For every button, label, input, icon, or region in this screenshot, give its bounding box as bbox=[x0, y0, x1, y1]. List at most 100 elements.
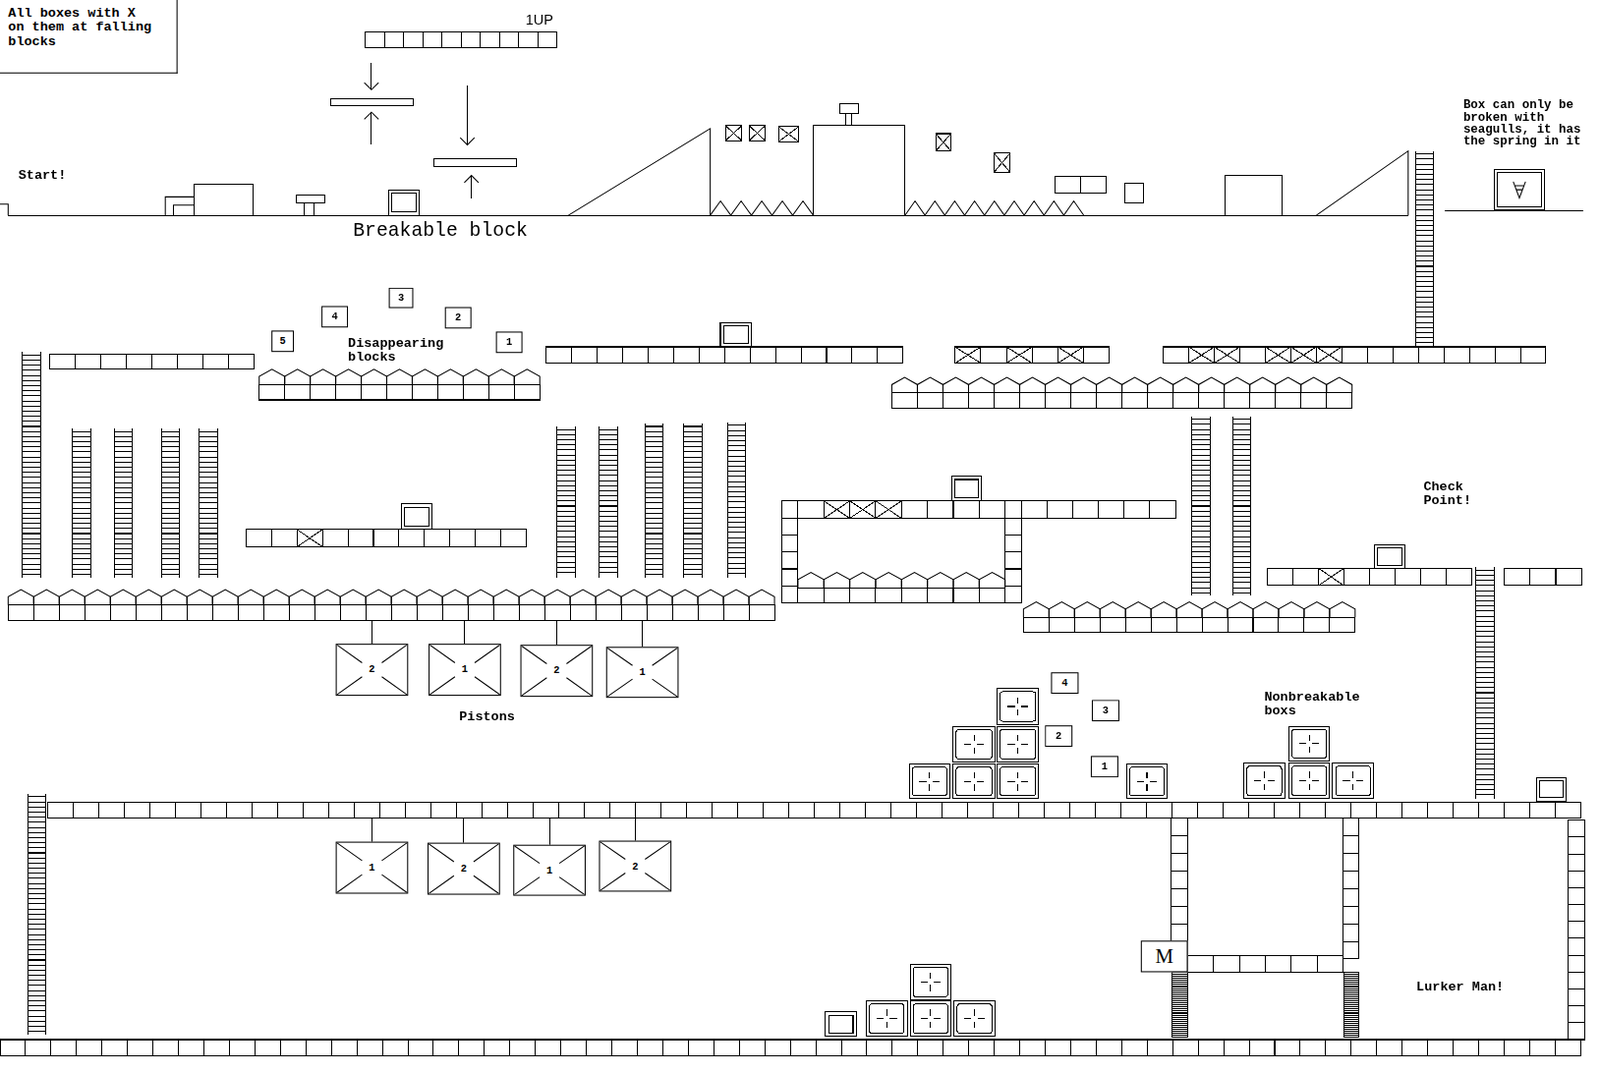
spike-row bbox=[365, 605, 392, 622]
ladder bbox=[1475, 667, 1494, 669]
ladder bbox=[1232, 515, 1252, 517]
ladder bbox=[644, 573, 664, 575]
ladder bbox=[1475, 794, 1494, 796]
ladder bbox=[72, 451, 92, 453]
ladder bbox=[1192, 571, 1211, 573]
ladder bbox=[1475, 651, 1494, 653]
ladder bbox=[1232, 525, 1252, 527]
lurker-room bbox=[1172, 1028, 1189, 1030]
disappearing-block: 3 bbox=[1091, 699, 1120, 722]
ladder bbox=[684, 431, 703, 433]
ladder bbox=[1192, 520, 1211, 522]
platform bbox=[177, 353, 204, 370]
ladder bbox=[114, 431, 133, 433]
wall bbox=[1568, 971, 1586, 989]
platform bbox=[1317, 568, 1344, 586]
nonbreakable-box bbox=[1000, 691, 1036, 722]
ladder bbox=[1415, 316, 1434, 318]
callout-number: 3 bbox=[1101, 704, 1110, 716]
ladder bbox=[27, 857, 47, 859]
oneup-platform bbox=[537, 31, 558, 49]
falling-block bbox=[725, 125, 743, 142]
spike-row bbox=[978, 587, 1005, 604]
spike-row bbox=[1125, 602, 1151, 619]
ladder bbox=[22, 482, 42, 484]
ramp bbox=[568, 128, 710, 216]
spike-chamber bbox=[798, 501, 824, 519]
ladder bbox=[727, 531, 746, 533]
platform bbox=[545, 346, 572, 364]
spike-row bbox=[1147, 377, 1174, 394]
spike-row bbox=[1224, 393, 1251, 409]
nonbreakable-box bbox=[1291, 729, 1326, 758]
ladder bbox=[114, 482, 133, 484]
floor bbox=[1045, 1039, 1072, 1057]
spike-row bbox=[875, 571, 902, 588]
lurker-room bbox=[1343, 1025, 1360, 1027]
ladder bbox=[1475, 753, 1494, 755]
wall bbox=[1568, 955, 1586, 972]
ladder bbox=[1415, 199, 1434, 201]
ladder bbox=[72, 569, 92, 571]
spike-chamber bbox=[850, 501, 876, 519]
spike-row bbox=[1176, 617, 1202, 633]
nonbreakable-box bbox=[920, 981, 928, 983]
callout-number: 1 bbox=[460, 664, 469, 676]
lurker-room bbox=[1172, 981, 1189, 983]
wall bbox=[1568, 905, 1586, 922]
ladder bbox=[1232, 469, 1252, 471]
lurker-room bbox=[1343, 1002, 1360, 1004]
lurker-room bbox=[1342, 923, 1360, 942]
floor bbox=[331, 1039, 357, 1057]
ladder bbox=[27, 970, 47, 972]
spike-row bbox=[288, 605, 315, 622]
ladder bbox=[72, 548, 92, 550]
ladder bbox=[644, 527, 664, 529]
ladder bbox=[727, 456, 746, 458]
ladder bbox=[198, 497, 218, 499]
floor bbox=[150, 801, 176, 819]
oneup-label: 1UP bbox=[525, 10, 554, 28]
ladder bbox=[684, 487, 703, 489]
floor bbox=[380, 801, 406, 819]
floor bbox=[865, 801, 892, 819]
floor bbox=[1402, 1039, 1429, 1057]
spike-row bbox=[33, 605, 59, 622]
floor bbox=[405, 801, 432, 819]
ladder bbox=[644, 569, 664, 571]
ladder bbox=[161, 441, 180, 443]
ladder bbox=[161, 492, 180, 494]
ladder bbox=[1415, 158, 1434, 160]
ladder bbox=[598, 459, 618, 461]
ladder bbox=[557, 464, 576, 466]
wall bbox=[1568, 870, 1586, 888]
ladder bbox=[557, 541, 576, 543]
spike-row bbox=[336, 369, 362, 386]
platform bbox=[1394, 568, 1421, 586]
ladder bbox=[27, 801, 47, 803]
platform bbox=[673, 346, 699, 364]
platform bbox=[50, 353, 76, 370]
lurker-room bbox=[1172, 988, 1189, 990]
ladder bbox=[1475, 738, 1494, 740]
ladder bbox=[72, 527, 92, 529]
nonbreakable-box bbox=[1291, 766, 1326, 797]
spike-row bbox=[33, 589, 59, 606]
spikes bbox=[905, 201, 1085, 217]
floor bbox=[153, 1039, 179, 1057]
ladder bbox=[644, 487, 664, 489]
spike-row bbox=[798, 587, 824, 604]
spike-row bbox=[875, 587, 902, 604]
ladder bbox=[114, 553, 133, 555]
ladder bbox=[22, 425, 42, 427]
spike-row bbox=[621, 589, 647, 606]
ladder bbox=[1475, 590, 1494, 592]
spike-chamber bbox=[1005, 569, 1023, 586]
spike-row bbox=[387, 369, 413, 386]
ladder bbox=[22, 364, 42, 366]
oneup-platform bbox=[384, 31, 404, 49]
spike-row bbox=[823, 587, 850, 604]
spike-row bbox=[1099, 617, 1126, 633]
nonbreakable-box bbox=[953, 726, 996, 762]
lurker-room bbox=[1343, 981, 1360, 983]
